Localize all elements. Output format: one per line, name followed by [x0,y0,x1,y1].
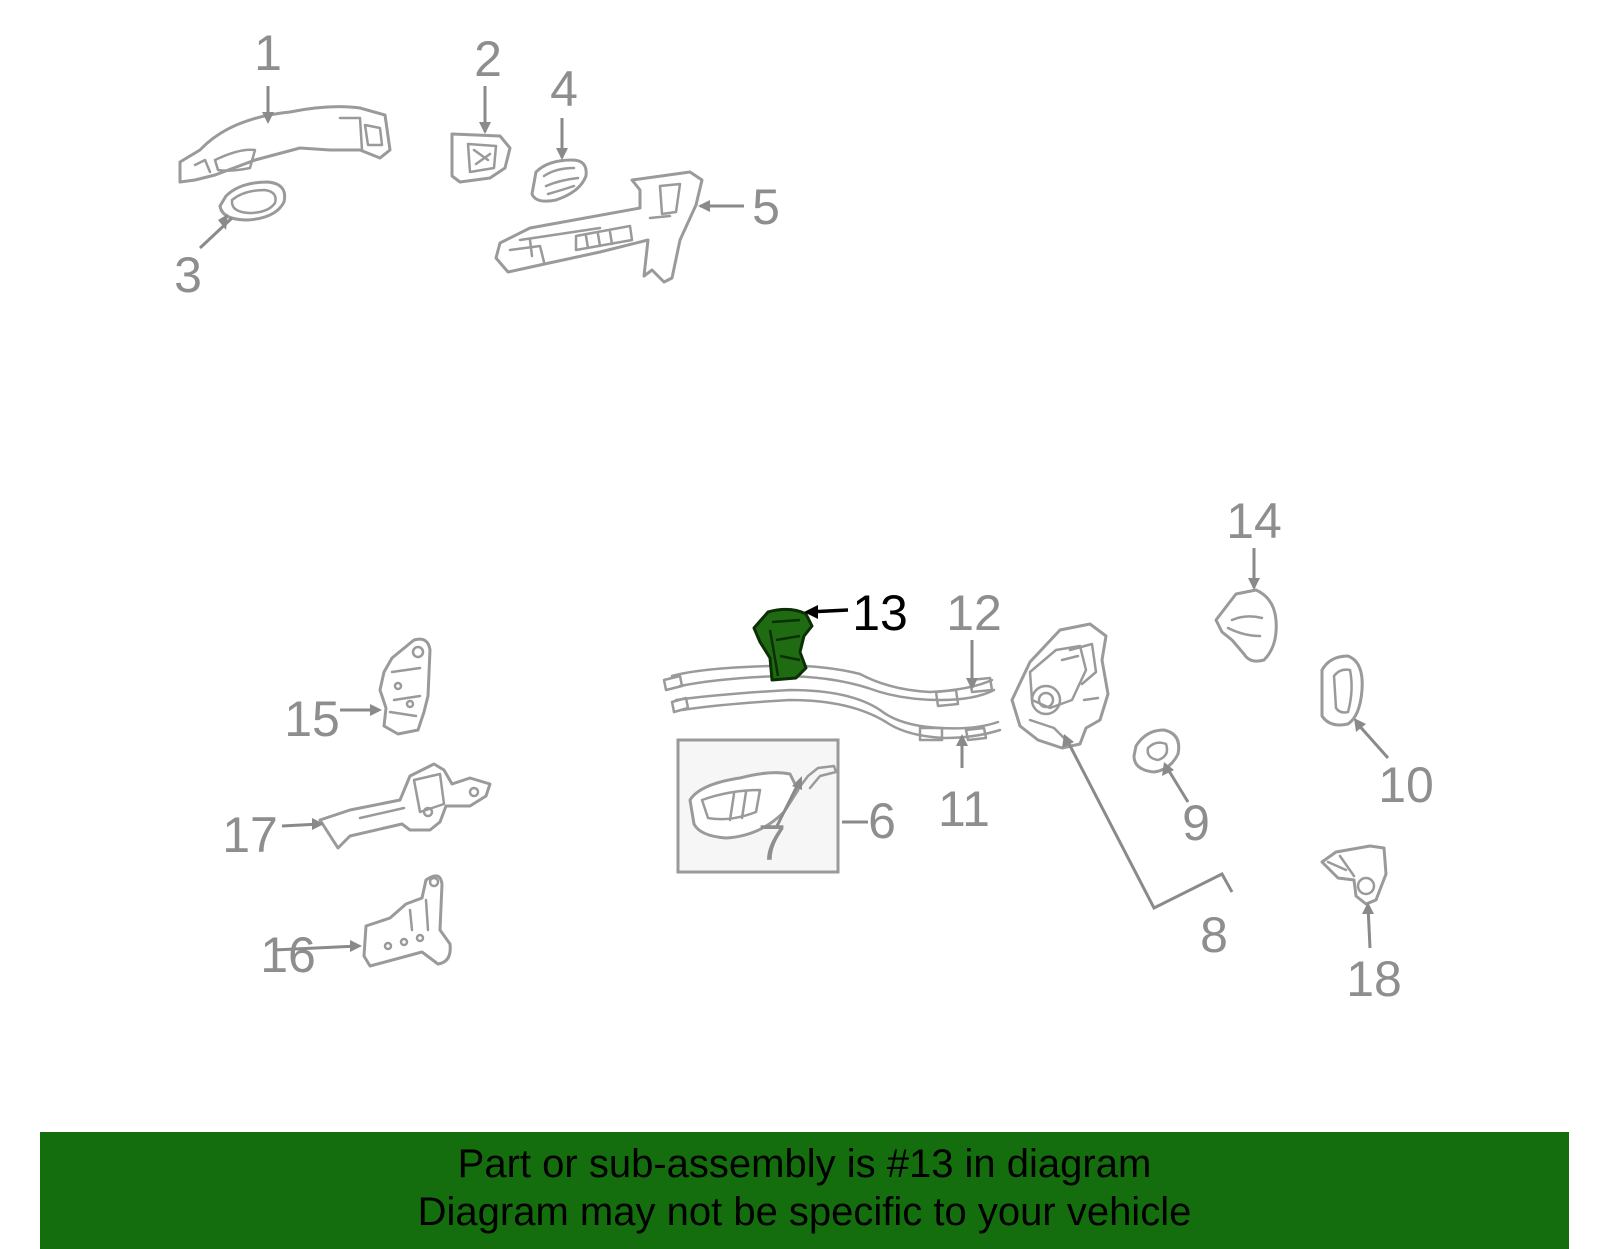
parts-diagram: 1 2 3 4 5 6 7 8 9 10 11 12 13 14 15 16 1… [174,25,1434,1007]
part-5-handle-frame[interactable] [494,170,704,284]
callout-5[interactable]: 5 [752,179,780,235]
part-7-rod[interactable] [788,764,838,802]
part-8-latch[interactable] [1010,622,1110,750]
part-2-cap[interactable] [450,132,512,184]
part-16-lower-hinge[interactable] [362,874,452,968]
leader-arrowheads [218,112,1374,952]
banner-line-part: Part or sub-assembly is #13 in diagram [457,1142,1152,1186]
callout-4[interactable]: 4 [550,61,578,117]
part-18-striker[interactable] [1320,844,1388,906]
callout-13[interactable]: 13 [852,585,908,641]
callout-2[interactable]: 2 [474,31,502,87]
part-14-cover[interactable] [1214,588,1278,663]
callout-3[interactable]: 3 [174,247,202,303]
callout-16[interactable]: 16 [260,927,316,983]
callout-7[interactable]: 7 [758,815,786,871]
part-15-upper-hinge[interactable] [378,637,432,736]
callout-11[interactable]: 11 [938,781,990,837]
part-6-inside-handle[interactable] [688,771,800,840]
info-banner: Part or sub-assembly is #13 in diagram D… [40,1132,1569,1249]
callout-8[interactable]: 8 [1200,907,1228,963]
callout-15[interactable]: 15 [284,691,340,747]
part-3-bezel[interactable] [218,180,287,222]
callout-18[interactable]: 18 [1346,951,1402,1007]
banner-line-disclaimer: Diagram may not be specific to your vehi… [417,1190,1192,1234]
callout-14[interactable]: 14 [1226,493,1282,549]
part-10-plug[interactable] [1320,654,1364,727]
parts-11-12-cables[interactable] [662,664,1002,742]
part-9-grommet[interactable] [1132,728,1181,774]
part-4-pad[interactable] [530,158,588,203]
part-1-outside-handle[interactable] [178,105,392,184]
callout-17[interactable]: 17 [222,807,278,863]
callout-10[interactable]: 10 [1378,757,1434,813]
callout-6[interactable]: 6 [868,793,896,849]
callout-12[interactable]: 12 [946,585,1002,641]
part-17-door-check[interactable] [318,762,492,850]
callout-labels: 1 2 3 4 5 6 7 8 9 10 11 12 13 14 15 16 1… [174,25,1434,1007]
part-13-highlighted-clip[interactable] [752,607,814,682]
callout-9[interactable]: 9 [1182,795,1210,851]
callout-1[interactable]: 1 [254,25,282,81]
